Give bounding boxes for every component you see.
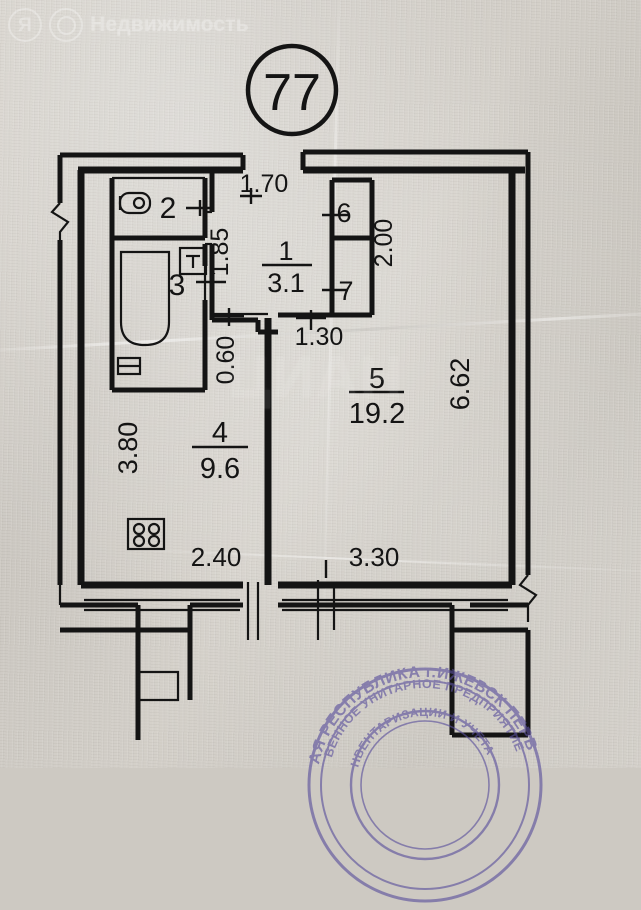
wall-outer-right	[508, 152, 538, 622]
plan-number-badge: 77	[245, 43, 339, 137]
room-1-area: 3.1	[267, 268, 305, 298]
dimension-3-30: 3.30	[349, 542, 400, 572]
room-4-number: 4	[212, 417, 228, 449]
dimension-0-60: 0.60	[212, 336, 240, 385]
plan-labels: 77 2 3 1 3.1 6 7 4 9.6 5 19.2 1.70 1.30 …	[113, 43, 475, 572]
niche-fixture	[178, 246, 208, 276]
room-3-number: 3	[169, 269, 186, 302]
dimension-2-00: 2.00	[370, 219, 398, 268]
dimension-ticks	[186, 188, 404, 578]
toilet-fixture	[118, 191, 152, 215]
dimension-1-30: 1.30	[295, 323, 344, 351]
room-6-number: 6	[336, 198, 351, 228]
room-4-area: 9.6	[200, 453, 240, 485]
floor-plan-drawing: .w { fill:none; stroke:#141414; stroke-w…	[50, 149, 538, 740]
plan-number-text: 77	[263, 64, 321, 122]
paper-background	[0, 0, 641, 768]
room-1-number: 1	[278, 236, 293, 266]
wall-outer-top	[60, 149, 528, 174]
wall-outer-left	[50, 155, 85, 605]
bathtub-fixture	[119, 250, 171, 347]
dimension-2-40: 2.40	[191, 542, 242, 572]
window-glazing	[84, 580, 508, 640]
room-2-number: 2	[160, 192, 177, 225]
room-5-number: 5	[369, 363, 385, 395]
wall-bath-block	[109, 178, 208, 393]
room-7-number: 7	[338, 276, 353, 306]
dimension-6-62: 6.62	[445, 358, 475, 411]
wall-hall	[209, 170, 375, 585]
sink-fixture	[116, 356, 142, 376]
dimension-1-85: 1.85	[206, 228, 234, 277]
stove-fixture	[126, 517, 166, 551]
dimension-3-80: 3.80	[113, 422, 143, 475]
room-5-area: 19.2	[349, 398, 405, 430]
dimension-1-70: 1.70	[240, 170, 289, 198]
